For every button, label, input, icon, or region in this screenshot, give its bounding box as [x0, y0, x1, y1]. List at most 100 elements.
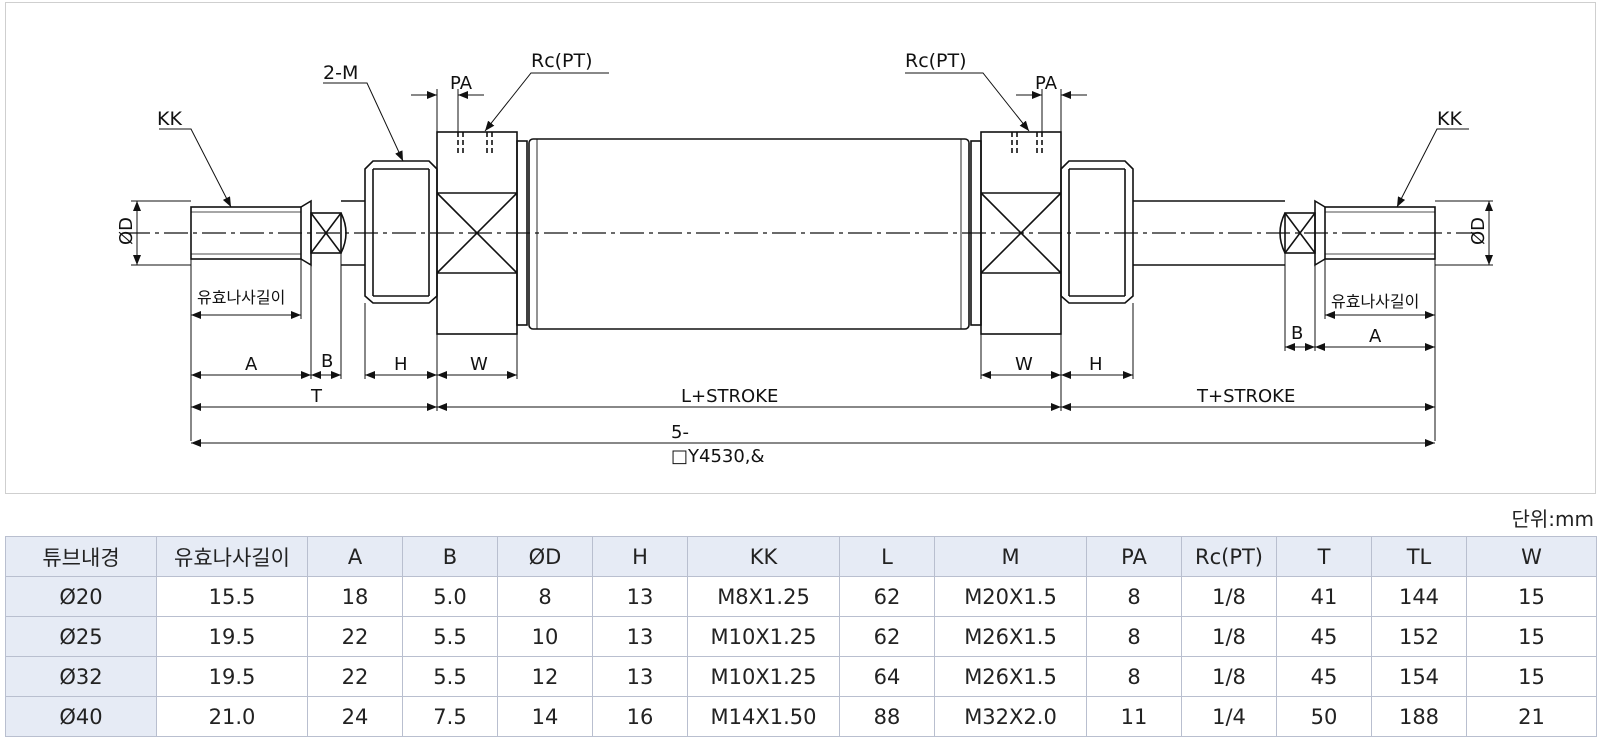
table-cell: 15: [1466, 616, 1597, 657]
label-l-stroke: L+STROKE: [681, 386, 778, 407]
table-cell: M8X1.25: [687, 576, 840, 617]
spec-table: 튜브내경 유효나사길이 A B ØD H KK L M PA Rc(PT) T …: [5, 536, 1597, 737]
table-cell: 19.5: [156, 616, 308, 657]
header-cell: PA: [1086, 536, 1182, 577]
header-cell: B: [402, 536, 498, 577]
table-row: Ø25 19.5 22 5.5 10 13 M10X1.25 62 M26X1.…: [5, 616, 1597, 657]
table-cell: 8: [1086, 656, 1182, 697]
label-od-left: ØD: [116, 217, 137, 245]
table-cell: 13: [592, 616, 688, 657]
left-rod-thread: [190, 206, 302, 260]
right-nut: [1060, 160, 1134, 304]
table-row: Ø40 21.0 24 7.5 14 16 M14X1.50 88 M32X2.…: [5, 696, 1597, 737]
header-cell: L: [839, 536, 935, 577]
table-cell: 1/8: [1181, 576, 1277, 617]
table-cell: 45: [1276, 616, 1372, 657]
header-cell: W: [1466, 536, 1597, 577]
label-od-right: ØD: [1468, 217, 1489, 245]
table-cell: M26X1.5: [934, 616, 1087, 657]
leader-kk-left: [159, 128, 232, 208]
table-cell: 18: [307, 576, 403, 617]
drawing-labels: KK 2-M Rc(PT) PA Rc(PT) PA KK ØD ØD 유효나사…: [116, 50, 1489, 467]
table-cell: 22: [307, 616, 403, 657]
cylinder-tube: [528, 138, 970, 330]
table-cell: 62: [839, 576, 935, 617]
table-cell: 1/8: [1181, 656, 1277, 697]
header-cell: H: [592, 536, 688, 577]
header-cell: TL: [1371, 536, 1467, 577]
table-cell: 8: [1086, 616, 1182, 657]
table-cell: 154: [1371, 656, 1467, 697]
table-cell: 5.5: [402, 616, 498, 657]
table-cell: 62: [839, 616, 935, 657]
label-thread-right: 유효나사길이: [1331, 292, 1419, 311]
table-cell: 64: [839, 656, 935, 697]
table-cell: 1/4: [1181, 696, 1277, 737]
leader-kk-right: [1396, 128, 1469, 208]
header-cell: M: [934, 536, 1087, 577]
table-cell: Ø32: [5, 656, 157, 697]
label-rc-left: Rc(PT): [531, 50, 593, 72]
table-cell: 144: [1371, 576, 1467, 617]
table-cell: 24: [307, 696, 403, 737]
table-cell: 21.0: [156, 696, 308, 737]
table-cell: 188: [1371, 696, 1467, 737]
table-cell: 15: [1466, 656, 1597, 697]
table-cell: Ø20: [5, 576, 157, 617]
table-cell: M26X1.5: [934, 656, 1087, 697]
left-nut: [364, 160, 438, 304]
label-b-left: B: [321, 351, 333, 372]
table-cell: Ø40: [5, 696, 157, 737]
label-h-right: H: [1089, 354, 1103, 375]
table-cell: 10: [497, 616, 593, 657]
leader-rc-right: [905, 72, 1030, 132]
table-cell: 7.5: [402, 696, 498, 737]
header-cell: ØD: [497, 536, 593, 577]
table-cell: 14: [497, 696, 593, 737]
label-kk-right: KK: [1437, 108, 1462, 130]
table-cell: 5.5: [402, 656, 498, 697]
table-cell: 15.5: [156, 576, 308, 617]
header-cell: 튜브내경: [5, 536, 157, 577]
table-cell: 8: [1086, 576, 1182, 617]
label-w-left: W: [470, 354, 488, 375]
header-cell: T: [1276, 536, 1372, 577]
table-cell: M32X2.0: [934, 696, 1087, 737]
label-total-2: □Y4530,&: [671, 446, 765, 467]
cylinder-drawing: KK 2-M Rc(PT) PA Rc(PT) PA KK ØD ØD 유효나사…: [5, 2, 1596, 494]
label-pa-right: PA: [1035, 73, 1058, 94]
cylinder-drawing-svg: KK 2-M Rc(PT) PA Rc(PT) PA KK ØD ØD 유효나사…: [116, 50, 1493, 467]
table-cell: 8: [497, 576, 593, 617]
leader-rc-left: [484, 72, 609, 132]
right-rod-thread: [1324, 206, 1436, 260]
table-cell: 88: [839, 696, 935, 737]
table-cell: M14X1.50: [687, 696, 840, 737]
table-cell: 13: [592, 576, 688, 617]
table-cell: 152: [1371, 616, 1467, 657]
table-cell: 41: [1276, 576, 1372, 617]
label-2m: 2-M: [323, 62, 358, 84]
table-row: Ø32 19.5 22 5.5 12 13 M10X1.25 64 M26X1.…: [5, 656, 1597, 697]
table-cell: 45: [1276, 656, 1372, 697]
table-cell: 22: [307, 656, 403, 697]
table-cell: M10X1.25: [687, 656, 840, 697]
left-ring: [516, 140, 528, 326]
label-t-stroke: T+STROKE: [1196, 386, 1295, 407]
table-cell: 21: [1466, 696, 1597, 737]
left-wrench-flat: [310, 212, 342, 254]
label-kk-left: KK: [157, 108, 182, 130]
label-thread-left: 유효나사길이: [197, 288, 285, 307]
label-t-left: T: [310, 386, 323, 407]
table-cell: 1/8: [1181, 616, 1277, 657]
label-w-right: W: [1015, 354, 1033, 375]
label-rc-right: Rc(PT): [905, 50, 967, 72]
table-header-row: 튜브내경 유효나사길이 A B ØD H KK L M PA Rc(PT) T …: [5, 536, 1597, 577]
part-outline: [126, 131, 1476, 335]
label-a-right: A: [1369, 326, 1382, 347]
table-cell: M20X1.5: [934, 576, 1087, 617]
dimension-lines: [131, 72, 1493, 447]
table-cell: 13: [592, 656, 688, 697]
table-cell: 19.5: [156, 656, 308, 697]
label-b-right: B: [1291, 323, 1303, 344]
table-cell: 50: [1276, 696, 1372, 737]
